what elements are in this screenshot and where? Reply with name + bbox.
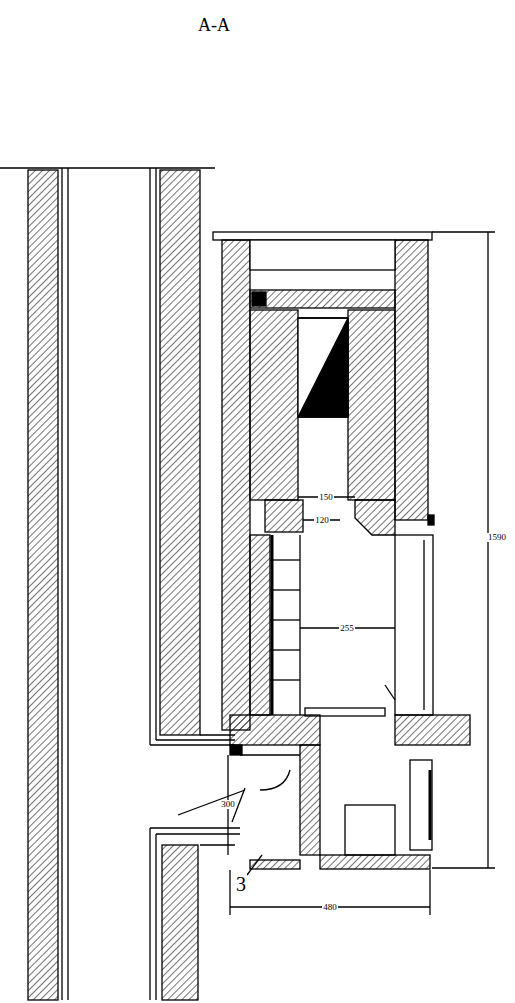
dimension: 150 [318, 493, 334, 502]
dimension: 1590 [487, 533, 507, 542]
dimension: 120 [314, 516, 330, 525]
callout-number: 3 [235, 874, 247, 894]
dimension: 480 [322, 903, 338, 912]
dimension: 300 [220, 800, 236, 809]
section-title: A-A [197, 16, 231, 34]
dimension: 255 [339, 624, 355, 633]
